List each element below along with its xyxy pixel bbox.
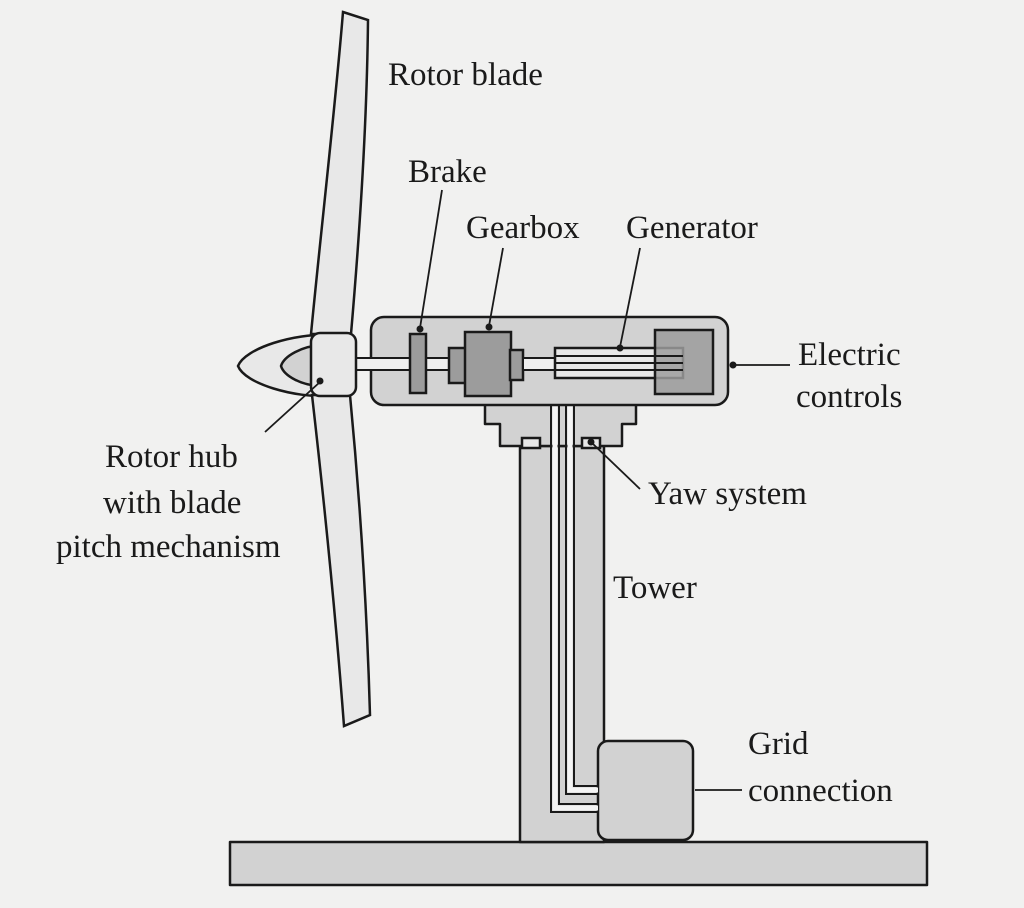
yaw-system-leader-dot bbox=[587, 438, 595, 446]
gearbox-right-flange bbox=[508, 348, 525, 382]
label-grid-connection-line-1: Grid bbox=[748, 726, 809, 762]
label-rotor-blade: Rotor blade bbox=[388, 57, 543, 93]
label-grid-connection-line-2: connection bbox=[748, 773, 893, 809]
brake bbox=[408, 332, 428, 395]
rotor-hub bbox=[309, 331, 358, 398]
brake-leader-dot bbox=[416, 325, 424, 333]
brake-leader bbox=[419, 189, 443, 329]
label-generator: Generator bbox=[626, 210, 758, 246]
cable-outer bbox=[550, 398, 598, 813]
generator-leader bbox=[619, 247, 641, 348]
tower bbox=[518, 444, 606, 844]
cable-white-2 bbox=[567, 400, 598, 793]
label-tower: Tower bbox=[613, 570, 697, 606]
generator-shaft bbox=[522, 357, 558, 371]
label-brake: Brake bbox=[408, 154, 487, 190]
label-electric-controls-line-2: controls bbox=[796, 379, 902, 415]
cable-inner-1 bbox=[565, 398, 598, 795]
gearbox-leader-dot bbox=[485, 323, 493, 331]
gearbox-body bbox=[463, 330, 513, 398]
yaw-system bbox=[483, 402, 638, 448]
label-electric-controls-line-1: Electric bbox=[798, 337, 901, 373]
label-yaw-system: Yaw system bbox=[648, 476, 807, 512]
rotor-blade-lower bbox=[310, 393, 372, 728]
electric-controls-leader-dot bbox=[729, 361, 737, 369]
rotor-hub-leader-dot bbox=[316, 377, 324, 385]
label-rotor-hub-line-2: with blade bbox=[103, 485, 241, 521]
label-rotor-hub-line-1: Rotor hub bbox=[105, 439, 238, 475]
cable-white-1 bbox=[552, 400, 598, 811]
yaw-bearing-left bbox=[520, 436, 542, 450]
cable-mid bbox=[558, 398, 598, 805]
cable-inner-2 bbox=[573, 398, 598, 787]
gearbox-leader bbox=[488, 247, 504, 327]
grid-connection-box bbox=[596, 739, 695, 842]
label-rotor-hub-line-3: pitch mechanism bbox=[56, 529, 281, 565]
rotor-blade-upper bbox=[309, 10, 370, 336]
rotor-hub-leader bbox=[264, 381, 321, 433]
yaw-system-leader bbox=[591, 442, 641, 490]
generator-leader-dot bbox=[616, 344, 624, 352]
gearbox-left-flange bbox=[447, 346, 468, 385]
ground-base bbox=[228, 840, 929, 887]
label-gearbox: Gearbox bbox=[466, 210, 580, 246]
